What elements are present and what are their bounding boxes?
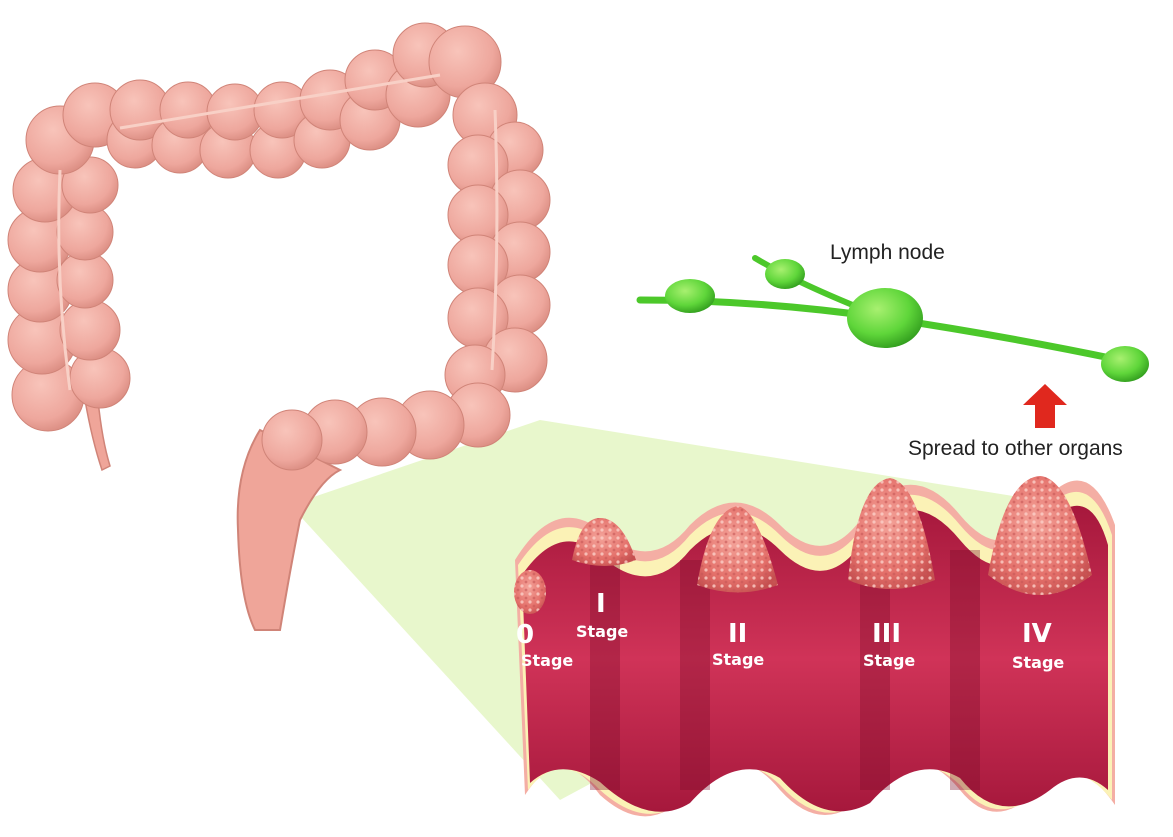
spread-arrow-icon: [1023, 384, 1067, 428]
stage-2-number: II: [728, 619, 747, 649]
lymph-node-label: Lymph node: [830, 241, 945, 264]
stage-3-word: Stage: [863, 651, 915, 670]
stage-3-number: III: [872, 619, 901, 649]
stage-1-number: I: [596, 589, 606, 619]
spread-label: Spread to other organs: [908, 437, 1123, 460]
stage-2-word: Stage: [712, 650, 764, 669]
lymph-node-small-top: [765, 259, 805, 289]
stage-1-word: Stage: [576, 622, 628, 641]
tumor-stage-0: [514, 570, 546, 614]
stage-0-word: Stage: [521, 651, 573, 670]
lymph-node-small-left: [665, 279, 715, 313]
stage-0-number: 0: [516, 620, 534, 650]
lymph-node-large: [847, 288, 923, 348]
stage-4-number: IV: [1022, 619, 1052, 649]
stage-4-word: Stage: [1012, 653, 1064, 672]
lymph-node-chain: [640, 258, 1149, 382]
lymph-node-small-right: [1101, 346, 1149, 382]
